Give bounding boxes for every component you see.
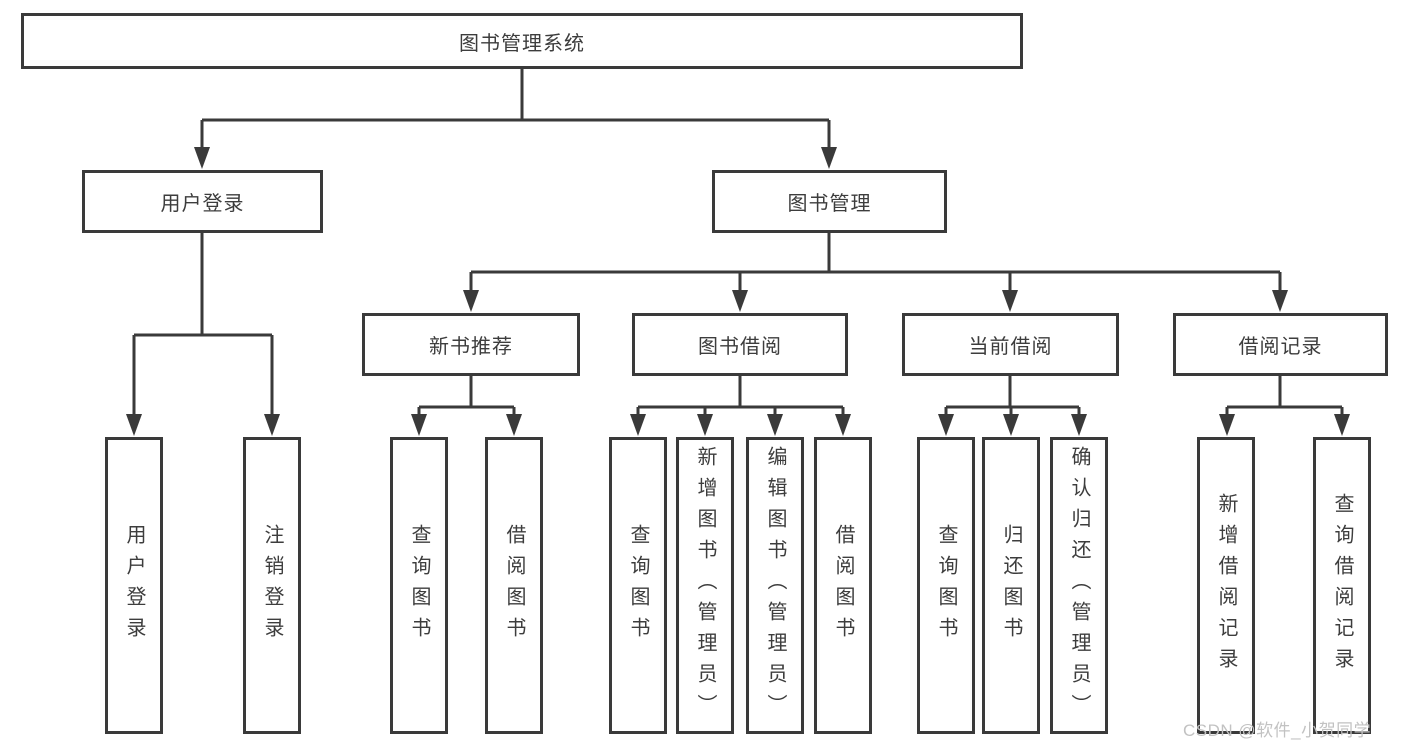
- node-label: 图书管理: [787, 193, 872, 215]
- arrowhead: [1219, 414, 1235, 436]
- arrowhead: [630, 414, 646, 436]
- node-label: 当前借阅: [968, 336, 1053, 358]
- node-borrow-records: 借阅记录: [1173, 313, 1388, 376]
- node-label: 查询图书: [627, 523, 649, 648]
- arrowhead: [463, 290, 479, 312]
- node-label: 查询图书: [408, 523, 430, 648]
- arrowhead: [1002, 290, 1018, 312]
- node-label: 借阅记录: [1238, 336, 1323, 358]
- arrowhead: [1003, 414, 1019, 436]
- node-library-management-system: 图书管理系统: [21, 13, 1023, 69]
- node-label: 查询图书: [935, 523, 957, 648]
- arrowhead: [938, 414, 954, 436]
- node-book-borrow: 图书借阅: [632, 313, 848, 376]
- leaf-cb-return-books: 归还图书: [982, 437, 1040, 734]
- connector-root: [194, 69, 837, 169]
- node-label: 图书管理系统: [459, 32, 585, 55]
- connector-borrow-records: [1219, 376, 1350, 436]
- arrowhead: [411, 414, 427, 436]
- connector-book-borrow: [630, 376, 851, 436]
- node-label: 新书推荐: [429, 336, 513, 358]
- node-label: 注销登录: [261, 523, 283, 648]
- connector-user-login: [126, 233, 280, 436]
- leaf-user-login: 用户登录: [105, 437, 163, 734]
- node-user-login: 用户登录: [82, 170, 323, 233]
- arrowhead: [1272, 290, 1288, 312]
- leaf-bb-add-books-admin: 新增图书（管理员）: [676, 437, 734, 734]
- node-label: 新增借阅记录: [1215, 492, 1237, 679]
- node-label: 借阅图书: [503, 523, 525, 648]
- node-current-borrow: 当前借阅: [902, 313, 1119, 376]
- csdn-watermark: CSDN @软件_小贺同学: [1183, 721, 1372, 740]
- arrowhead: [126, 414, 142, 436]
- node-label: 借阅图书: [832, 523, 854, 648]
- node-label: 用户登录: [160, 193, 245, 215]
- arrowhead: [506, 414, 522, 436]
- leaf-bb-edit-books-admin: 编辑图书（管理员）: [746, 437, 804, 734]
- leaf-bb-query-books: 查询图书: [609, 437, 667, 734]
- node-label: 用户登录: [123, 523, 145, 648]
- arrowhead: [821, 147, 837, 169]
- node-label: 新增图书（管理员）: [694, 446, 716, 725]
- node-label: 编辑图书（管理员）: [764, 446, 786, 725]
- leaf-nb-query-books: 查询图书: [390, 437, 448, 734]
- leaf-cb-query-books: 查询图书: [917, 437, 975, 734]
- arrowhead: [1071, 414, 1087, 436]
- arrowhead: [194, 147, 210, 169]
- arrowhead: [1334, 414, 1350, 436]
- arrowhead: [264, 414, 280, 436]
- node-label: 归还图书: [1000, 523, 1022, 648]
- arrowhead: [697, 414, 713, 436]
- connector-book-management: [463, 233, 1288, 312]
- node-new-book-recommend: 新书推荐: [362, 313, 580, 376]
- leaf-bb-borrow-books: 借阅图书: [814, 437, 872, 734]
- leaf-nb-borrow-books: 借阅图书: [485, 437, 543, 734]
- node-label: 确认归还（管理员）: [1068, 446, 1090, 725]
- node-label: 查询借阅记录: [1331, 492, 1353, 679]
- arrowhead: [767, 414, 783, 436]
- node-book-management: 图书管理: [712, 170, 947, 233]
- leaf-br-query-record: 查询借阅记录: [1313, 437, 1371, 734]
- connector-current-borrow: [938, 376, 1087, 436]
- leaf-logout: 注销登录: [243, 437, 301, 734]
- leaf-br-add-record: 新增借阅记录: [1197, 437, 1255, 734]
- connector-new-book-recommend: [411, 376, 522, 436]
- leaf-cb-confirm-return-admin: 确认归还（管理员）: [1050, 437, 1108, 734]
- arrowhead: [835, 414, 851, 436]
- arrowhead: [732, 290, 748, 312]
- node-label: 图书借阅: [698, 336, 782, 358]
